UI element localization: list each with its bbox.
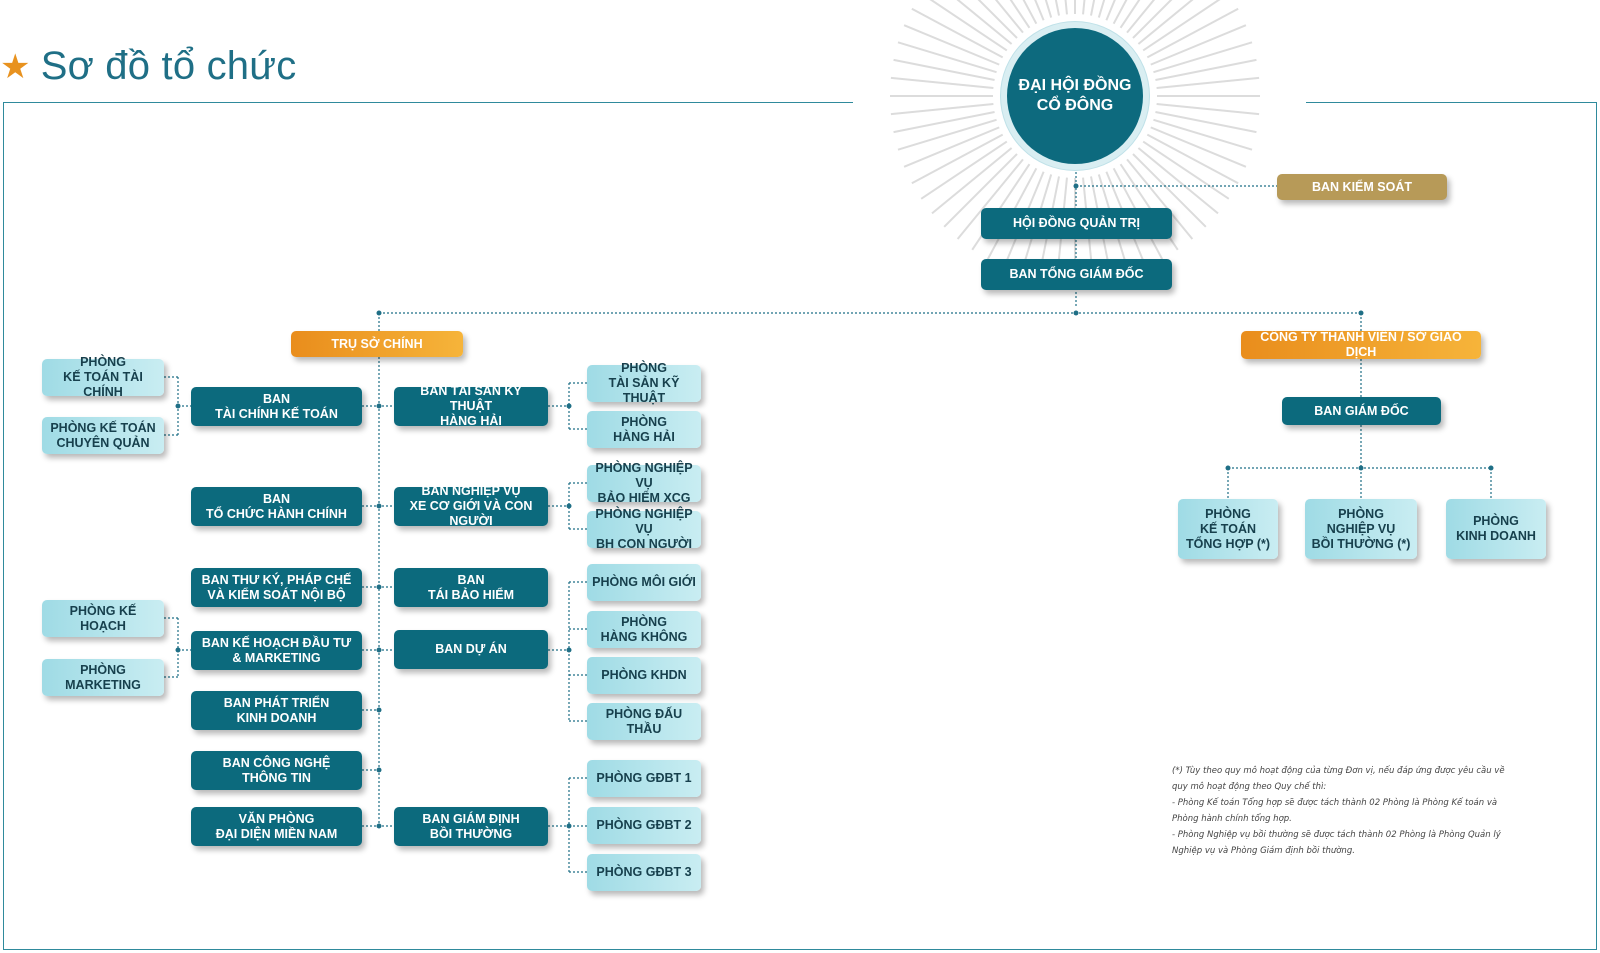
hq-left-division[interactable]: BAN PHÁT TRIỂN KINH DOANH (191, 691, 362, 730)
frame-top-left (3, 102, 853, 103)
sun-ray (1155, 58, 1257, 81)
far-right-dept[interactable]: PHÒNG TÀI SẢN KỸ THUẬT (587, 361, 701, 405)
footnote: (*) Tùy theo quy mô hoạt động của từng Đ… (1172, 763, 1522, 859)
sun-ray (1009, 0, 1031, 29)
sun-ray (897, 41, 997, 74)
star-icon: ★ (0, 47, 31, 86)
sun-ray (911, 7, 1004, 59)
far-left-dept[interactable]: PHÒNG KẾ HOẠCH (42, 600, 164, 637)
sun-ray (1022, 0, 1038, 25)
sun-ray (893, 58, 995, 81)
frame-top-right (1306, 102, 1597, 103)
far-right-dept[interactable]: PHÒNG GĐBT 1 (587, 760, 701, 797)
sun-ray (1034, 0, 1045, 21)
branch-header[interactable]: CÔNG TY THÀNH VIÊN / SỞ GIAO DỊCH (1241, 330, 1481, 359)
sun-ray (977, 0, 1018, 39)
sun-ray (929, 0, 1008, 52)
far-right-dept[interactable]: PHÒNG ĐẤU THẦU (587, 703, 701, 740)
sun-ray (956, 0, 1013, 45)
footnote-line: (*) Tùy theo quy mô hoạt động của từng Đ… (1172, 766, 1505, 792)
sun-ray (1044, 0, 1053, 18)
supervisory-board[interactable]: BAN KIỂM SOÁT (1277, 174, 1447, 200)
footnote-line: - Phòng Nghiệp vụ bồi thường sẽ được tác… (1172, 830, 1501, 856)
sun-ray (1097, 0, 1106, 18)
sun-ray (1090, 0, 1096, 16)
hq-right-division[interactable]: BAN NGHIỆP VỤ XE CƠ GIỚI VÀ CON NGƯỜI (394, 484, 548, 528)
sun-ray (1150, 24, 1247, 66)
sun-ray (1137, 0, 1194, 45)
sun-ray (1119, 0, 1141, 29)
far-right-dept[interactable]: PHÒNG NGHIỆP VỤ BẢO HIỂM XCG (587, 461, 701, 505)
far-right-dept[interactable]: PHÒNG MÔI GIỚI (587, 564, 701, 601)
branch-director-board[interactable]: BAN GIÁM ĐỐC (1282, 397, 1441, 425)
sun-ray (1112, 0, 1128, 25)
sun-ray (1132, 0, 1173, 39)
branch-dept[interactable]: PHÒNG KẾ TOÁN TỔNG HỢP (*) (1178, 499, 1278, 559)
sun-ray (1126, 0, 1156, 34)
branch-dept[interactable]: PHÒNG NGHIỆP VỤ BỒI THƯỜNG (*) (1305, 499, 1417, 559)
sun-ray (890, 76, 994, 89)
sun-ray (1146, 7, 1239, 59)
sun-ray (1156, 76, 1260, 89)
far-left-dept[interactable]: PHÒNG MARKETING (42, 659, 164, 696)
far-right-dept[interactable]: PHÒNG KHDN (587, 657, 701, 694)
content-frame (3, 102, 1597, 950)
sun-ray (994, 0, 1024, 34)
sun-ray (1142, 0, 1221, 52)
sun-ray (1105, 0, 1116, 21)
sun-ray (1153, 41, 1253, 74)
hq-left-division[interactable]: BAN TÀI CHÍNH KẾ TOÁN (191, 387, 362, 426)
far-right-dept[interactable]: PHÒNG GĐBT 3 (587, 854, 701, 891)
far-left-dept[interactable]: PHÒNG KẾ TOÁN TÀI CHÍNH (42, 355, 164, 399)
hq-right-division[interactable]: BAN TÁI BẢO HIỂM (394, 568, 548, 607)
sun-ray (1054, 0, 1060, 16)
hq-left-division[interactable]: BAN TỔ CHỨC HÀNH CHÍNH (191, 487, 362, 526)
page-title-text: Sơ đồ tổ chức (40, 44, 297, 88)
far-right-dept[interactable]: PHÒNG HÀNG KHÔNG (587, 611, 701, 648)
hq-left-division[interactable]: BAN KẾ HOẠCH ĐẦU TƯ & MARKETING (191, 631, 362, 670)
hq-left-division[interactable]: BAN THƯ KÝ, PHÁP CHẾ VÀ KIỂM SOÁT NỘI BỘ (191, 568, 362, 607)
sun-ray (1082, 0, 1086, 15)
hq-left-division[interactable]: VĂN PHÒNG ĐẠI DIỆN MIỀN NAM (191, 807, 362, 846)
general-director-board[interactable]: BAN TỔNG GIÁM ĐỐC (981, 259, 1172, 290)
hq-right-division[interactable]: BAN DỰ ÁN (394, 630, 548, 669)
far-right-dept[interactable]: PHÒNG NGHIỆP VỤ BH CON NGƯỜI (587, 507, 701, 551)
page-title: ★ Sơ đồ tổ chức (0, 44, 296, 89)
far-right-dept[interactable]: PHÒNG GĐBT 2 (587, 807, 701, 844)
board-of-directors[interactable]: HỘI ĐỒNG QUẢN TRỊ (981, 208, 1172, 239)
hq-left-division[interactable]: BAN CÔNG NGHỆ THÔNG TIN (191, 751, 362, 790)
shareholders-circle[interactable]: ĐẠI HỘI ĐỒNG CỔ ĐÔNG (1007, 28, 1143, 164)
hq-right-division[interactable]: BAN TÀI SẢN KỸ THUẬT HÀNG HẢI (394, 384, 548, 428)
hq-header[interactable]: TRỤ SỞ CHÍNH (291, 331, 463, 357)
far-left-dept[interactable]: PHÒNG KẾ TOÁN CHUYÊN QUẢN (42, 417, 164, 454)
far-right-dept[interactable]: PHÒNG HÀNG HẢI (587, 411, 701, 448)
branch-dept[interactable]: PHÒNG KINH DOANH (1446, 499, 1546, 559)
hq-right-division[interactable]: BAN GIÁM ĐỊNH BỒI THƯỜNG (394, 807, 548, 846)
footnote-line: - Phòng Kế toán Tổng hợp sẽ được tách th… (1172, 798, 1498, 824)
sun-ray (903, 24, 1000, 66)
sun-ray (1064, 0, 1068, 15)
